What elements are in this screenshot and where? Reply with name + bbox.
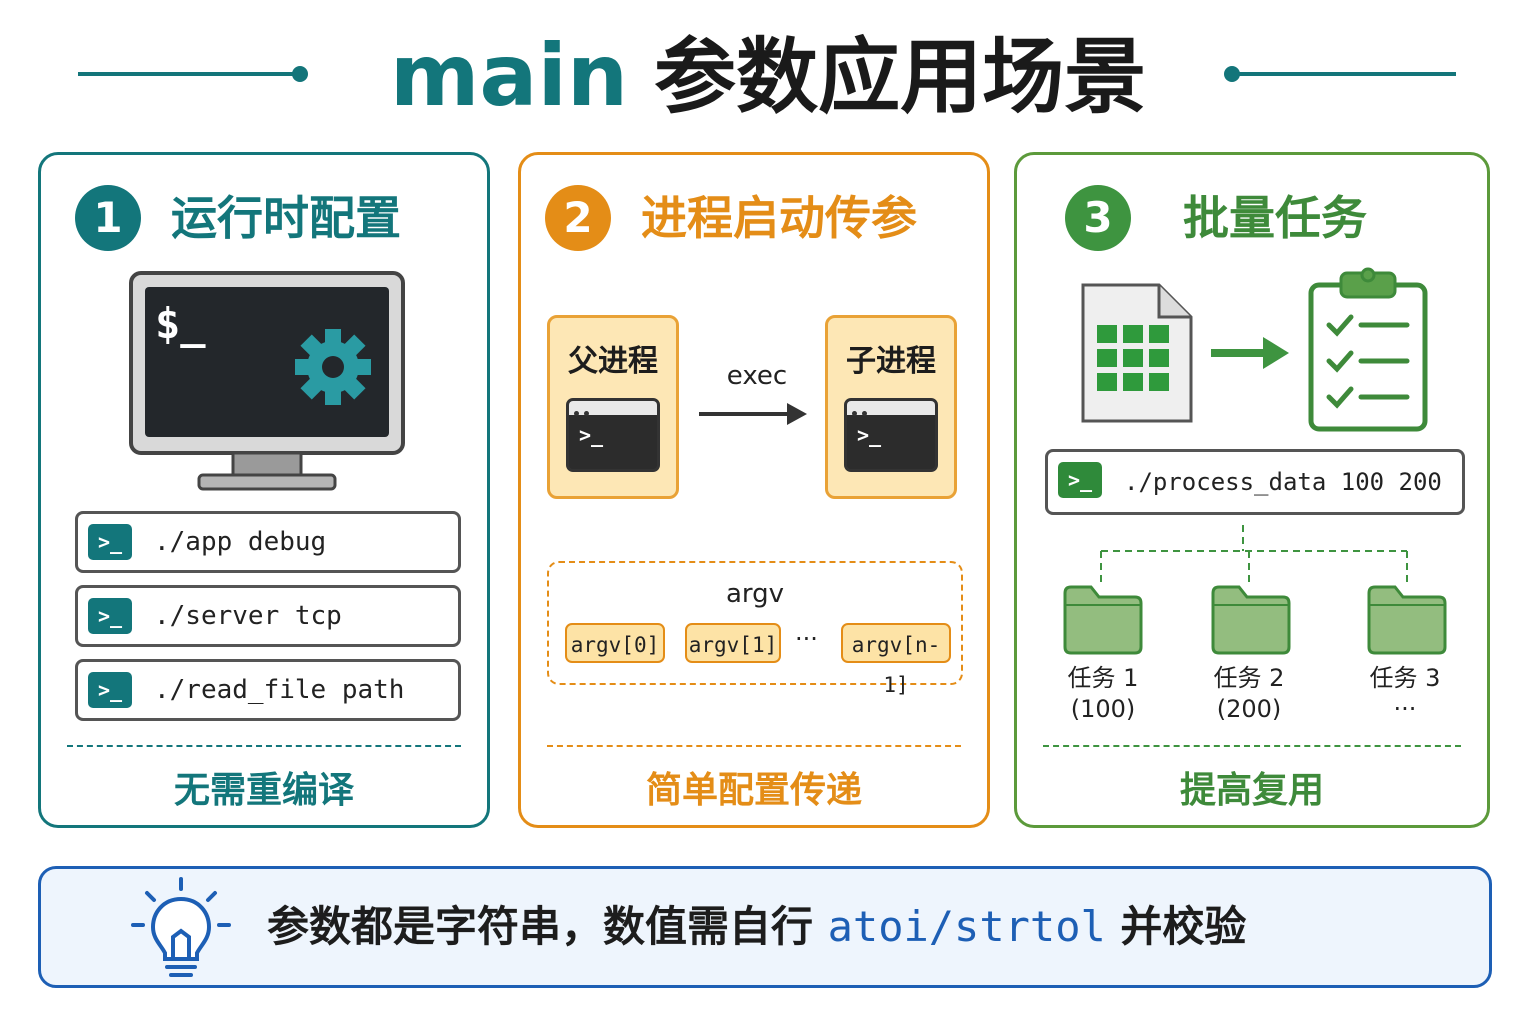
argv-group: argv argv[0] argv[1] ··· argv[n-1] — [547, 561, 963, 697]
spreadsheet-file-icon — [1081, 283, 1193, 423]
command-text: ./server tcp — [154, 601, 342, 631]
checklist-clipboard-icon — [1308, 267, 1428, 432]
panel-title: 运行时配置 — [171, 191, 401, 245]
folder-icon — [1367, 585, 1447, 655]
panel-footer-label: 提高复用 — [1179, 770, 1324, 811]
batch-command-row: >_ ./process_data 100 200 — [1045, 449, 1465, 515]
terminal-icon: >_ — [88, 672, 132, 708]
command-text: ./read_file path — [154, 675, 405, 705]
panel-batch-tasks: 3 批量任务 >_ ./process_data 100 200 — [1014, 152, 1490, 828]
task-branch-connector — [1100, 525, 1408, 583]
task-name: 任务 1 — [1067, 664, 1139, 692]
panel-title: 进程启动传参 — [641, 191, 917, 245]
terminal-icon: >_ — [88, 598, 132, 634]
command-text: ./process_data 100 200 — [1124, 468, 1442, 496]
terminal-icon: >_ — [1058, 462, 1102, 498]
terminal-window-icon: >_ — [844, 398, 938, 472]
panel-footer-label: 简单配置传递 — [645, 770, 862, 811]
argv-chip: argv[1] — [685, 623, 781, 663]
panel-process-args: 2 进程启动传参 父进程 >_ exec 子进程 >_ argv argv[0]… — [518, 152, 990, 828]
tip-text: 参数都是字符串，数值需自行 atoi/strtol 并校验 — [267, 869, 1246, 985]
task-detail: ··· — [1393, 695, 1417, 723]
command-row: >_ ./read_file path — [75, 659, 461, 721]
command-row: >_ ./server tcp — [75, 585, 461, 647]
task-detail: (100) — [1070, 695, 1136, 723]
panel-divider — [67, 745, 461, 747]
title-divider-dot-right — [1224, 66, 1240, 82]
terminal-prompt: $_ — [155, 299, 206, 348]
page-title: main 参数应用场景 — [330, 22, 1206, 130]
folder-icon — [1063, 585, 1143, 655]
child-process-label: 子进程 — [846, 344, 936, 379]
task-name: 任务 2 — [1213, 664, 1285, 692]
panel-runtime-config: 1 运行时配置 $_ >_ ./app debug >_ ./server tc… — [38, 152, 490, 828]
argv-ellipsis: ··· — [795, 625, 818, 653]
task-name: 任务 3 — [1369, 664, 1441, 692]
command-text: ./app debug — [154, 527, 327, 557]
terminal-prompt: >_ — [579, 423, 604, 447]
exec-label: exec — [726, 361, 788, 391]
lightbulb-icon — [131, 877, 231, 977]
parent-process-label: 父进程 — [568, 344, 658, 379]
tip-code: atoi/strtol — [827, 902, 1106, 951]
parent-process-box: 父进程 >_ — [547, 315, 679, 499]
title-divider-left — [78, 72, 300, 76]
title-divider-dot-left — [292, 66, 308, 82]
panel-footer-label: 无需重编译 — [173, 770, 354, 811]
terminal-window-icon: >_ — [566, 398, 660, 472]
panel-number-badge: 1 — [75, 185, 141, 251]
argv-chip: argv[n-1] — [841, 623, 951, 697]
page-title-main: main — [389, 26, 629, 126]
terminal-icon: >_ — [88, 524, 132, 560]
task-label: 任务 2 (200) — [1189, 663, 1309, 725]
task-detail: (200) — [1216, 695, 1282, 723]
panel-number-badge: 3 — [1065, 185, 1131, 251]
terminal-prompt: >_ — [857, 423, 882, 447]
folder-icon — [1211, 585, 1291, 655]
panel-number-badge: 2 — [545, 185, 611, 251]
tip-text-before: 参数都是字符串，数值需自行 — [267, 902, 828, 951]
tip-text-after: 并校验 — [1105, 902, 1247, 951]
panel-divider — [547, 745, 961, 747]
task-label: 任务 3 ··· — [1345, 663, 1465, 725]
child-process-box: 子进程 >_ — [825, 315, 957, 499]
argv-chip: argv[0] — [565, 623, 665, 663]
task-label: 任务 1 (100) — [1043, 663, 1163, 725]
title-divider-right — [1236, 72, 1456, 76]
page-title-rest: 参数应用场景 — [654, 30, 1147, 125]
arrow-right-icon — [699, 403, 807, 425]
command-row: >_ ./app debug — [75, 511, 461, 573]
argv-title: argv — [725, 579, 785, 609]
tip-callout: 参数都是字符串，数值需自行 atoi/strtol 并校验 — [38, 866, 1492, 988]
panel-title: 批量任务 — [1183, 191, 1367, 245]
panel-divider — [1043, 745, 1461, 747]
monitor-icon — [129, 271, 405, 491]
arrow-right-icon — [1211, 337, 1289, 369]
